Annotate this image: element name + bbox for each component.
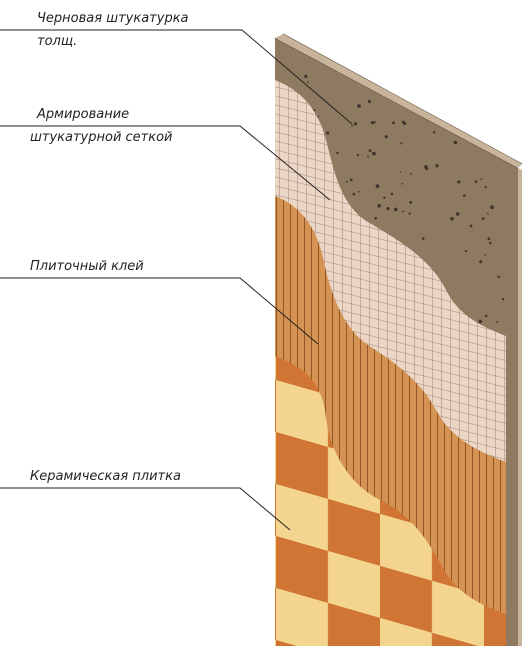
plaster-grain-dot [486, 212, 489, 215]
plaster-grain-dot [400, 142, 403, 145]
leader-adhesive [0, 277, 319, 345]
plaster-grain-dot [497, 275, 500, 278]
plaster-grain-dot [409, 200, 413, 204]
plaster-grain-dot [392, 121, 395, 125]
plaster-grain-dot [450, 216, 454, 221]
label-tile-adhesive: Плиточный клей [30, 259, 144, 274]
plaster-grain-dot [480, 178, 483, 180]
plaster-grain-dot [401, 183, 404, 185]
plaster-grain-dot [455, 212, 460, 216]
plaster-grain-dot [474, 180, 478, 183]
plaster-grain-dot [401, 120, 405, 124]
plaster-grain-dot [383, 196, 386, 199]
plaster-grain-dot [317, 115, 320, 118]
label-rough-plaster-thickness: толщ. [37, 34, 78, 49]
leader-mesh [0, 125, 331, 201]
plaster-grain-dot [370, 120, 375, 125]
plaster-grain-dot [484, 186, 487, 189]
plaster-grain-dot [353, 122, 358, 126]
plaster-grain-dot [336, 151, 339, 155]
plaster-grain-dot [464, 250, 467, 253]
plaster-grain-dot [469, 224, 473, 228]
plaster-grain-dot [484, 314, 488, 318]
plaster-grain-dot [479, 260, 483, 264]
leader-lines [0, 29, 353, 531]
plaster-grain-dot [375, 184, 380, 188]
label-ceramic-tile: Керамическая плитка [30, 469, 181, 484]
plaster-grain-dot [351, 124, 353, 127]
plaster-grain-dot [409, 172, 412, 175]
plaster-grain-dot [304, 74, 308, 79]
plaster-grain-dot [352, 192, 356, 196]
label-mesh-2: штукатурной сеткой [30, 130, 173, 145]
plaster-grain-dot [457, 180, 461, 184]
plaster-grain-dot [349, 178, 353, 182]
plaster-grain-dot [384, 135, 388, 139]
plaster-grain-dot [478, 319, 483, 324]
plaster-grain-dot [501, 297, 505, 301]
plaster-grain-dot [366, 155, 370, 158]
plaster-grain-dot [421, 237, 425, 240]
plaster-grain-dot [463, 194, 466, 197]
plaster-grain-dot [408, 212, 411, 215]
plaster-grain-dot [424, 165, 428, 169]
plaster-grain-dot [453, 140, 458, 145]
plaster-grain-dot [484, 254, 487, 256]
plaster-grain-dot [307, 81, 309, 83]
ceramic-tile-layer [275, 356, 506, 646]
plaster-grain-dot [357, 190, 360, 193]
plaster-grain-dot [386, 207, 390, 211]
plaster-grain-dot [326, 131, 330, 135]
plaster-grain-dot [313, 109, 316, 112]
plaster-grain-dot [368, 149, 372, 153]
label-rough-plaster: Черновая штукатурка [37, 11, 189, 26]
plaster-grain-dot [435, 164, 439, 168]
plaster-grain-dot [346, 180, 348, 183]
plaster-grain-dot [374, 216, 377, 220]
plaster-grain-dot [367, 99, 372, 104]
plaster-grain-dot [394, 207, 398, 212]
plaster-grain-dot [489, 241, 492, 245]
plaster-grain-dot [372, 151, 376, 156]
plaster-grain-dot [481, 217, 485, 220]
plaster-grain-dot [402, 210, 404, 213]
plaster-grain-dot [390, 192, 394, 196]
plaster-grain-dot [377, 204, 382, 208]
plaster-grain-dot [487, 237, 491, 241]
label-mesh: Армирование [37, 107, 130, 122]
leader-tile [0, 487, 291, 531]
plaster-grain-dot [496, 320, 499, 323]
plaster-grain-dot [373, 121, 376, 124]
plaster-grain-dot [490, 205, 494, 210]
plaster-grain-dot [399, 171, 402, 173]
plaster-grain-dot [433, 131, 436, 134]
plaster-grain-dot [356, 154, 360, 157]
plaster-grain-dot [357, 104, 361, 108]
leader-rough-plaster [0, 29, 353, 125]
